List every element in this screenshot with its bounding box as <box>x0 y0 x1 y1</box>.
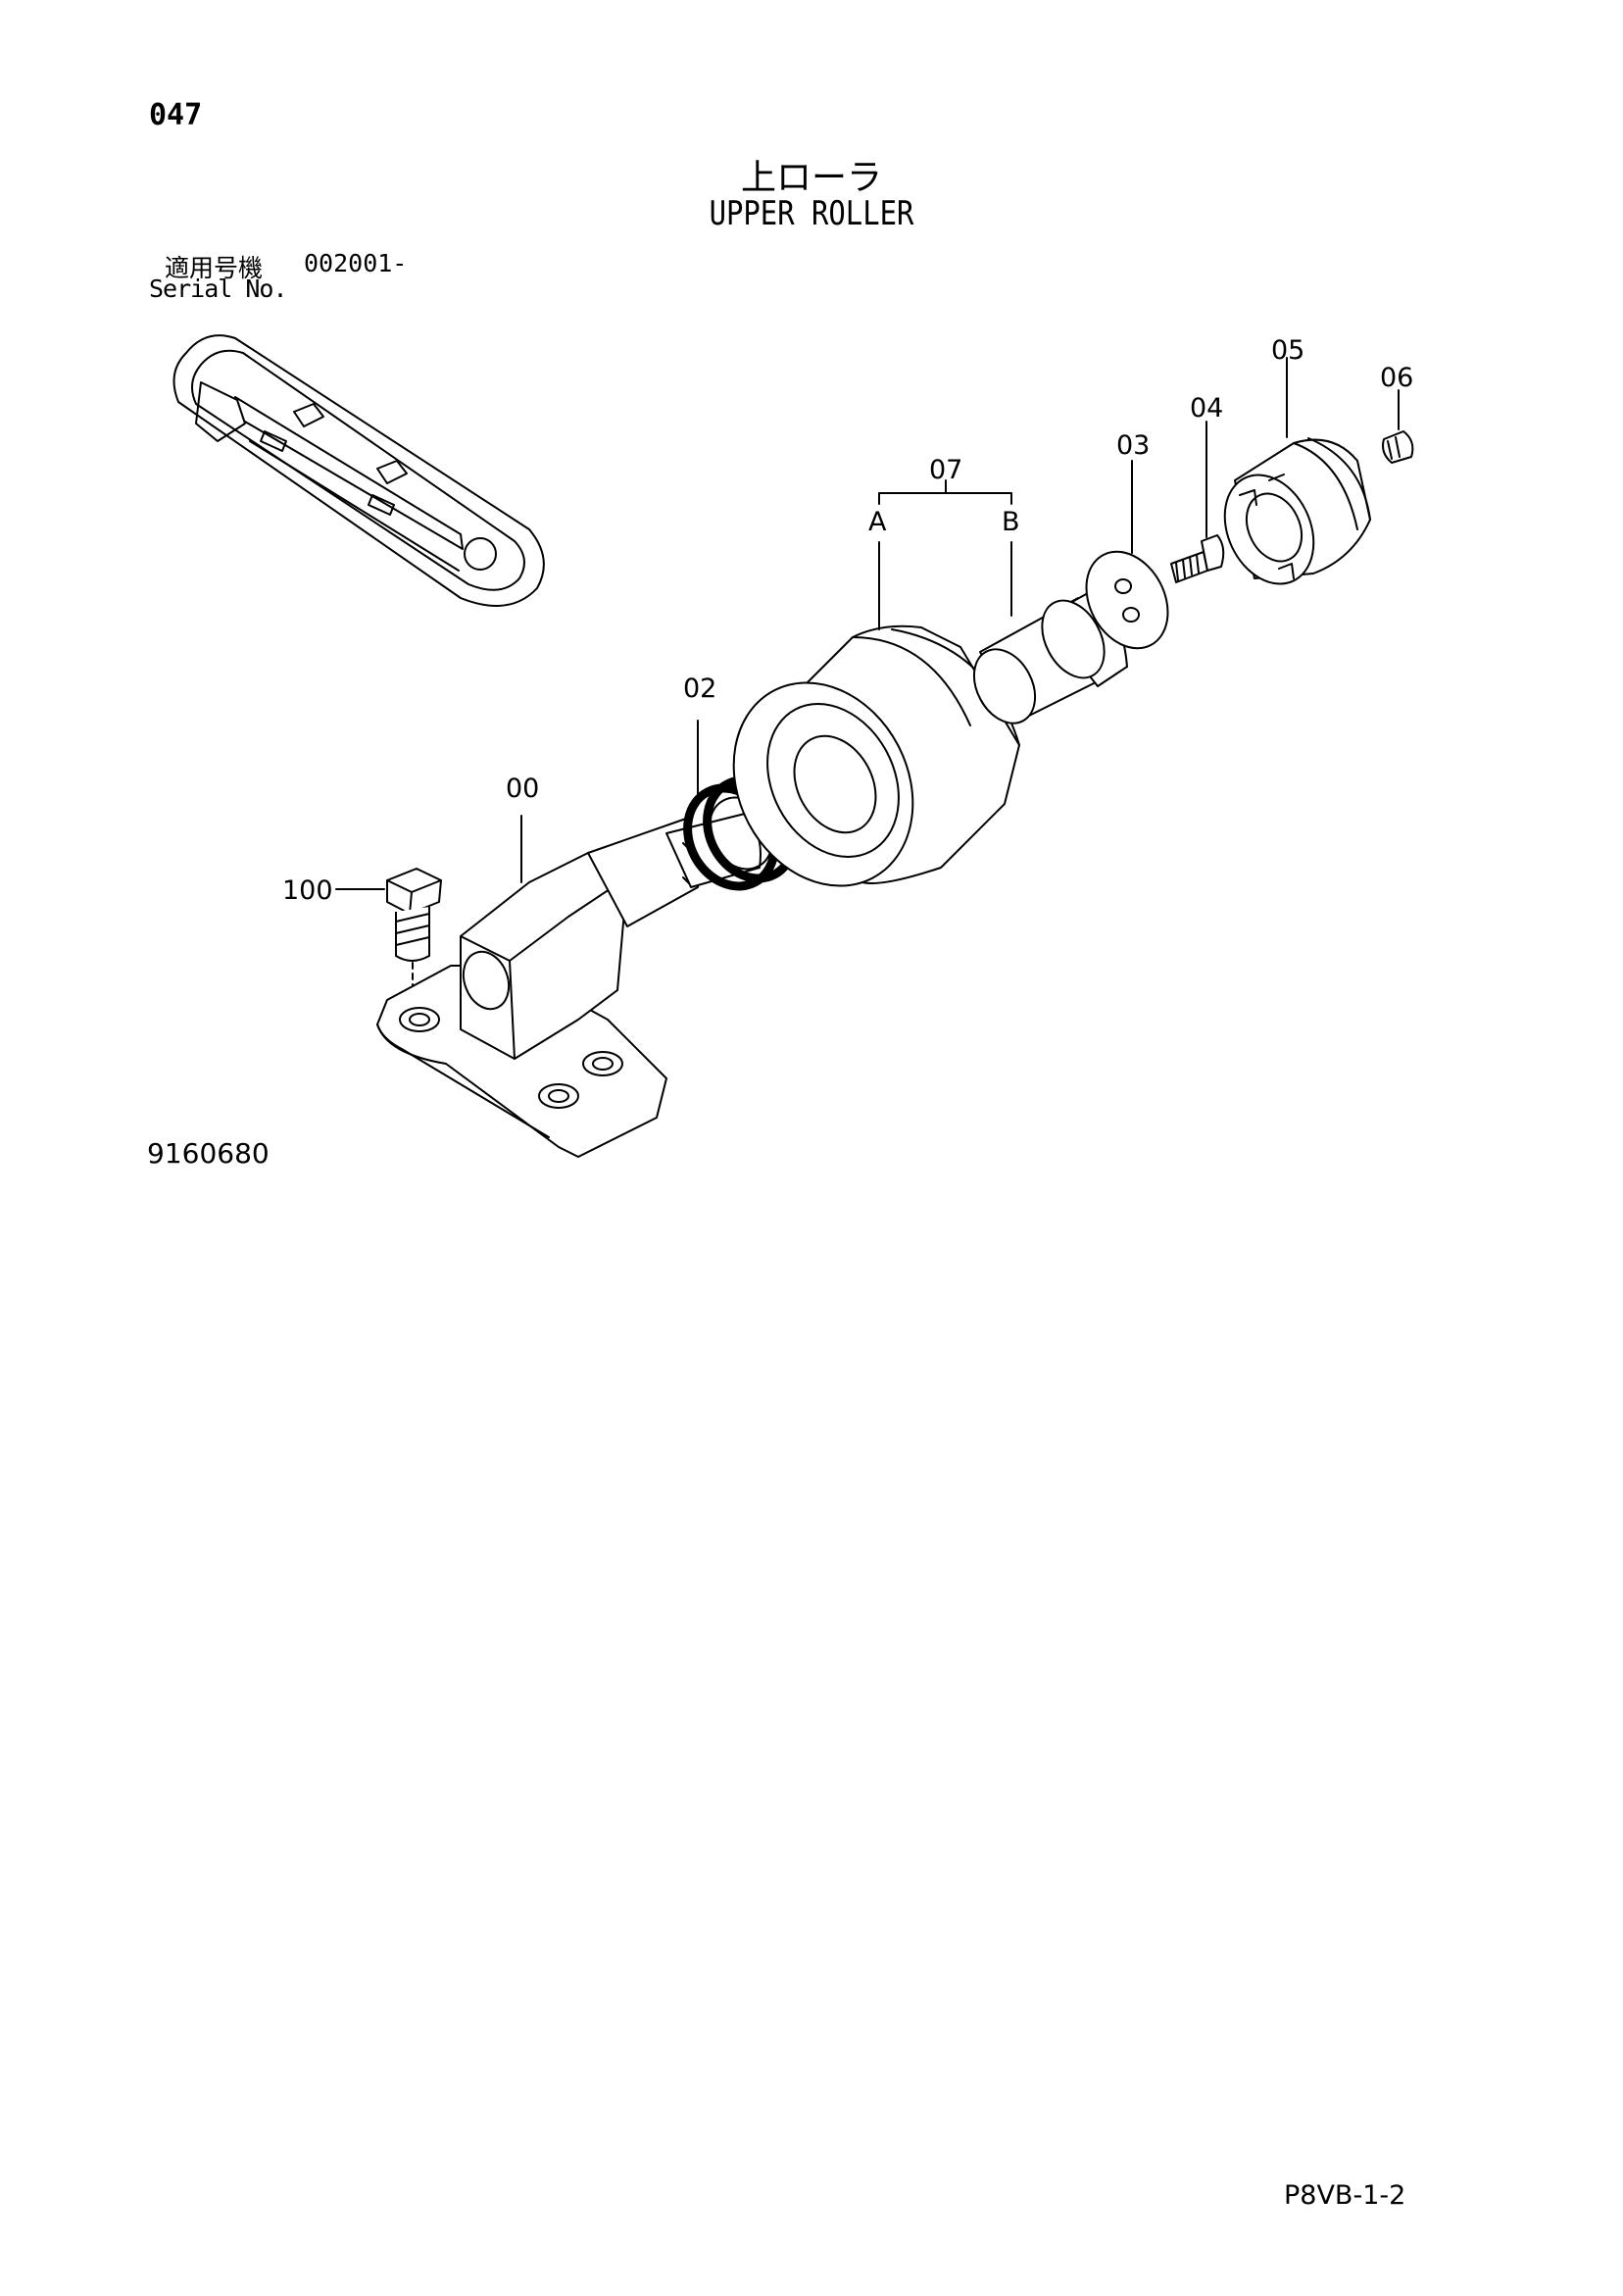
serial-label-english: Serial No. <box>149 275 288 303</box>
callout-00: 00 <box>506 774 539 804</box>
figure-number: 9160680 <box>147 1137 270 1170</box>
serial-label-japanese: 適用号機 <box>165 254 264 282</box>
callout-07-b: B <box>1002 507 1020 537</box>
title-english: UPPER ROLLER <box>709 194 914 233</box>
part-05-cover: 05 <box>1223 335 1371 585</box>
callout-06: 06 <box>1380 363 1413 393</box>
page-code: P8VB-1-2 <box>1284 2180 1406 2211</box>
part-07-roller: 07 A B <box>732 455 1128 887</box>
callout-07-a: A <box>868 507 887 537</box>
track-locator-inset <box>172 334 545 607</box>
page-number: 047 <box>149 98 203 132</box>
part-06-plug: 06 <box>1380 363 1414 464</box>
part-03-plate: 03 <box>1085 430 1169 650</box>
callout-02: 02 <box>683 674 716 704</box>
part-00-bracket: 00 <box>376 774 762 1158</box>
callout-07: 07 <box>929 455 962 485</box>
callout-100: 100 <box>282 875 333 906</box>
callout-04: 04 <box>1190 393 1223 424</box>
callout-03: 03 <box>1116 430 1150 461</box>
part-04-screw: 04 <box>1170 393 1225 583</box>
callout-05: 05 <box>1271 335 1304 366</box>
title-japanese: 上ローラ <box>740 158 882 198</box>
serial-number-value: 002001- <box>304 249 408 277</box>
